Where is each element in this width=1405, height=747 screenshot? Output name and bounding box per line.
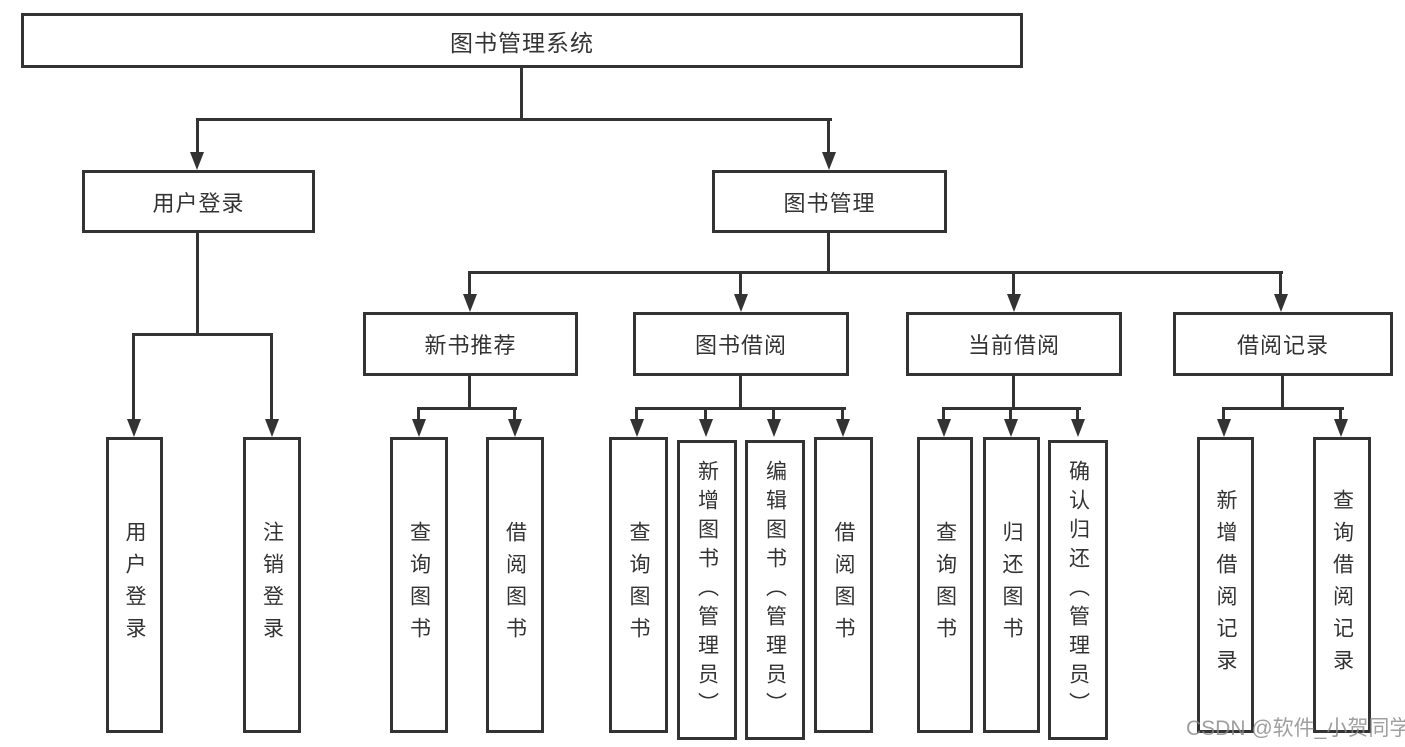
connector-line xyxy=(827,233,830,274)
arrowhead-icon xyxy=(127,419,141,437)
arrowhead-icon xyxy=(1007,294,1021,312)
leaf-query-borrow-record: 查询借阅记录 xyxy=(1313,437,1371,733)
arrowhead-icon xyxy=(508,419,522,437)
arrowhead-icon xyxy=(630,419,644,437)
leaf-label: 新增借阅记录 xyxy=(1214,489,1237,681)
leaf-label: 编辑图书（管理员） xyxy=(763,459,787,721)
connector-line xyxy=(739,271,742,295)
arrowhead-icon xyxy=(1071,419,1085,437)
leaf-label: 用户登录 xyxy=(123,521,146,649)
connector-line xyxy=(132,333,273,336)
connector-line xyxy=(468,376,471,410)
arrowhead-icon xyxy=(1334,419,1348,437)
connector-line xyxy=(942,407,945,421)
arrowhead-icon xyxy=(190,152,204,170)
node-borrow-records: 借阅记录 xyxy=(1173,312,1393,376)
connector-line xyxy=(1076,407,1079,421)
connector-line xyxy=(196,118,199,154)
leaf-logout: 注销登录 xyxy=(243,437,301,733)
connector-line xyxy=(468,271,1283,274)
leaf-label: 确认归还（管理员） xyxy=(1066,459,1090,721)
connector-line xyxy=(1222,407,1344,410)
leaf-query-books-borrow: 查询图书 xyxy=(609,437,668,733)
leaf-label: 借阅图书 xyxy=(503,521,527,649)
arrowhead-icon xyxy=(822,152,836,170)
leaf-return-books: 归还图书 xyxy=(983,437,1040,733)
connector-line xyxy=(1009,407,1012,421)
connector-line xyxy=(1012,376,1015,410)
leaf-label: 查询图书 xyxy=(933,521,957,649)
node-book-borrow: 图书借阅 xyxy=(633,312,849,376)
connector-line xyxy=(635,407,638,421)
connector-line xyxy=(417,407,420,421)
connector-line xyxy=(739,376,742,410)
leaf-query-books-current: 查询图书 xyxy=(917,437,973,733)
arrowhead-icon xyxy=(1004,419,1018,437)
leaf-borrow-books-recommend: 借阅图书 xyxy=(486,437,544,733)
leaf-label: 注销登录 xyxy=(260,521,284,649)
connector-line xyxy=(468,271,471,295)
arrowhead-icon xyxy=(265,419,279,437)
arrowhead-icon xyxy=(1217,419,1231,437)
node-book-management: 图书管理 xyxy=(712,170,947,233)
connector-line xyxy=(827,118,830,154)
arrowhead-icon xyxy=(1274,294,1288,312)
connector-line xyxy=(196,233,199,336)
connector-line xyxy=(635,407,846,410)
arrowhead-icon xyxy=(699,419,713,437)
leaf-label: 查询借阅记录 xyxy=(1330,489,1354,681)
node-user-login: 用户登录 xyxy=(82,170,315,233)
connector-line xyxy=(196,118,832,121)
leaf-add-books-admin: 新增图书（管理员） xyxy=(677,440,737,740)
leaf-user-login: 用户登录 xyxy=(106,437,163,733)
node-root: 图书管理系统 xyxy=(21,13,1023,68)
connector-line xyxy=(417,407,517,410)
arrowhead-icon xyxy=(734,294,748,312)
connector-line xyxy=(132,333,135,421)
connector-line xyxy=(1222,407,1225,421)
connector-line xyxy=(772,407,775,421)
connector-line xyxy=(704,407,707,421)
arrowhead-icon xyxy=(463,294,477,312)
node-current-borrow: 当前借阅 xyxy=(906,312,1122,376)
connector-line xyxy=(1339,407,1342,421)
connector-line xyxy=(513,407,516,421)
connector-line xyxy=(1281,376,1284,410)
connector-line xyxy=(1279,271,1282,295)
csdn-watermark: CSDN @软件_小贺同学 xyxy=(1186,717,1405,740)
leaf-edit-books-admin: 编辑图书（管理员） xyxy=(745,440,805,740)
leaf-label: 查询图书 xyxy=(407,521,431,649)
arrowhead-icon xyxy=(836,419,850,437)
arrowhead-icon xyxy=(412,419,426,437)
leaf-borrow-books: 借阅图书 xyxy=(814,437,873,733)
node-new-book-recommend: 新书推荐 xyxy=(363,312,578,376)
leaf-label: 借阅图书 xyxy=(832,521,855,649)
connector-line xyxy=(270,333,273,421)
arrowhead-icon xyxy=(767,419,781,437)
leaf-add-borrow-record: 新增借阅记录 xyxy=(1197,437,1254,733)
leaf-label: 新增图书（管理员） xyxy=(695,459,719,721)
connector-line xyxy=(841,407,844,421)
leaf-label: 归还图书 xyxy=(1000,521,1023,649)
leaf-label: 查询图书 xyxy=(627,521,650,649)
leaf-query-books-recommend: 查询图书 xyxy=(390,437,448,733)
arrowhead-icon xyxy=(937,419,951,437)
connector-line xyxy=(1012,271,1015,295)
leaf-confirm-return-admin: 确认归还（管理员） xyxy=(1048,440,1108,740)
connector-line xyxy=(520,68,523,121)
